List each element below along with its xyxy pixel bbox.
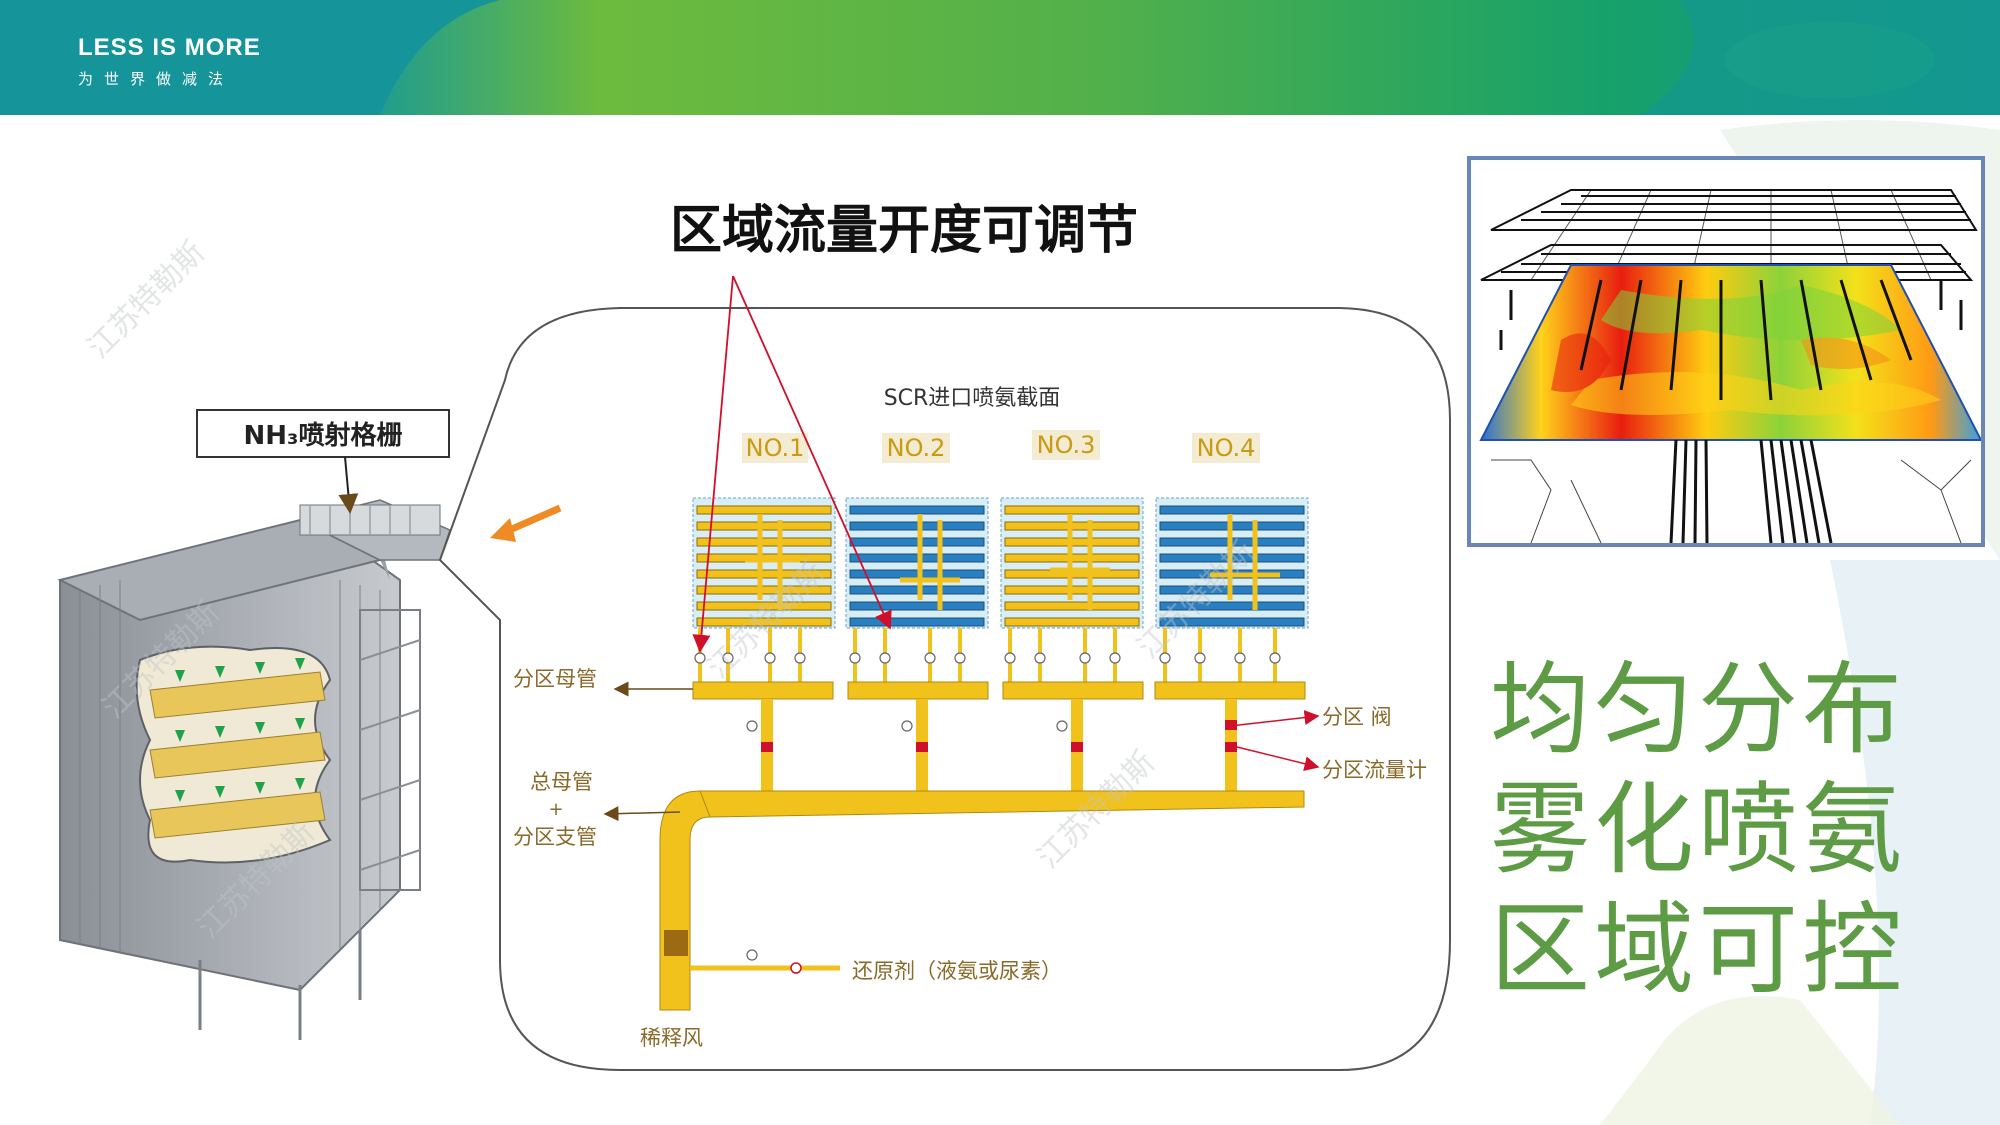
diagram-labels: 分区母管 总母管 + 分区支管 分区 阀 分区流量计 还原剂（液氨或尿素） 稀释… xyxy=(513,667,1427,1050)
zone-grid-3 xyxy=(1000,497,1144,629)
zone-label-1: NO.1 xyxy=(746,434,805,462)
cfd-heatmap-graphic xyxy=(1471,160,1983,544)
slogan-line-2: 雾化喷氨 xyxy=(1490,771,1906,888)
cfd-heatmap-image xyxy=(1467,156,1985,547)
zone-labels: NO.1 NO.2 NO.3 NO.4 xyxy=(742,430,1260,463)
main-header-pipe xyxy=(659,790,1305,1011)
label-main-header-line1: 总母管 xyxy=(530,770,593,794)
zone-label-3: NO.3 xyxy=(1037,431,1096,459)
label-zone-header: 分区母管 xyxy=(513,667,597,691)
section-label: SCR进口喷氨截面 xyxy=(884,386,1061,411)
label-dilution-air: 稀释风 xyxy=(640,1026,703,1050)
detail-callout-outline xyxy=(438,307,1451,1071)
zone-risers xyxy=(761,699,1237,791)
header-bar: LESS IS MORE 为世界做减法 xyxy=(0,0,2000,115)
brand-slogan-en: LESS IS MORE xyxy=(78,34,261,61)
nh3-grid-label-text: NH₃喷射格栅 xyxy=(244,420,403,451)
zone-grid-4 xyxy=(1155,497,1309,629)
watermark-1: 江苏特勒斯 xyxy=(81,235,212,366)
label-reductant: 还原剂（液氨或尿素） xyxy=(852,959,1062,983)
main-title: 区域流量开度可调节 xyxy=(670,201,1139,261)
header-wave-decoration xyxy=(0,0,2000,115)
zone-grid-1 xyxy=(692,497,836,629)
flow-direction-arrow xyxy=(490,504,562,542)
zone-label-4: NO.4 xyxy=(1197,434,1256,462)
branch-pipes xyxy=(698,628,1277,682)
nh3-grid-label: NH₃喷射格栅 xyxy=(196,409,450,514)
zone-headers xyxy=(692,681,1306,700)
slogan-line-1: 均匀分布 xyxy=(1490,651,1906,768)
label-main-header-plus: + xyxy=(548,799,563,820)
label-main-header-line2: 分区支管 xyxy=(513,825,597,849)
brand-slogan-cn: 为世界做减法 xyxy=(78,70,235,88)
brand-logo: LESS IS MORE 为世界做减法 xyxy=(78,34,261,89)
title-pointer-arrows xyxy=(692,275,892,653)
zone-label-2: NO.2 xyxy=(887,434,946,462)
zone-valves-flowmeters xyxy=(746,720,1237,752)
branch-valves xyxy=(694,652,1281,664)
slogan-line-3: 区域可控 xyxy=(1490,891,1906,1008)
reactor-illustration xyxy=(57,499,451,1040)
label-zone-flowmeter: 分区流量计 xyxy=(1322,758,1427,782)
zone-grid-2 xyxy=(845,497,989,629)
label-zone-valve: 分区 阀 xyxy=(1322,705,1392,729)
slogan-block: 均匀分布 雾化喷氨 区域可控 xyxy=(1490,650,1970,1010)
